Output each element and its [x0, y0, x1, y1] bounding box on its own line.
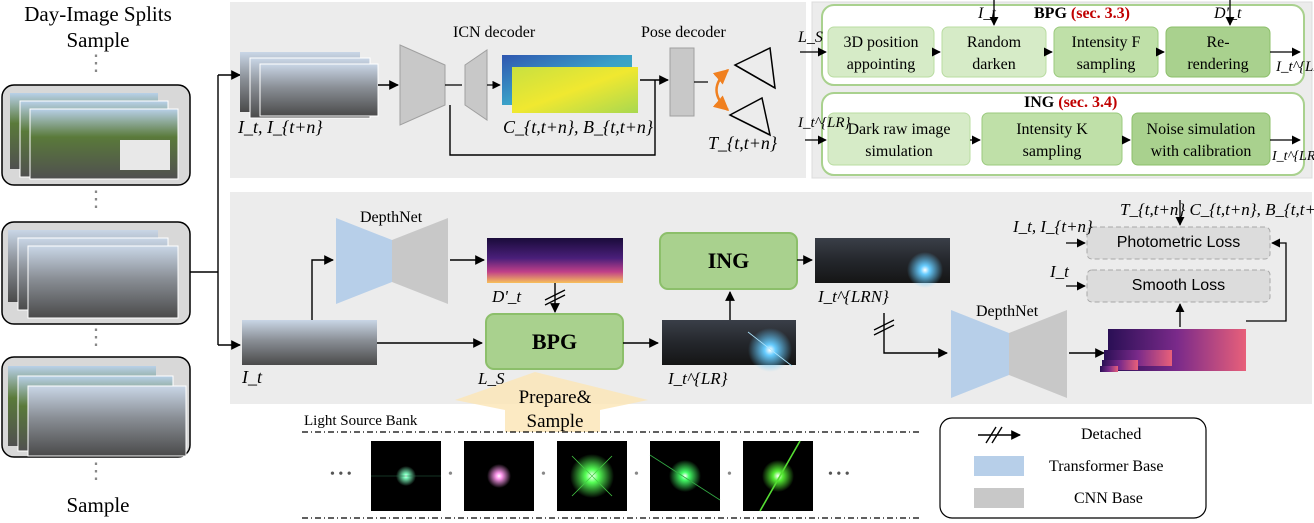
icn-encoder [399, 44, 446, 126]
top-input-label: I_t, I_{t+n} [238, 117, 323, 137]
lrn-image [815, 238, 950, 288]
prepare-sample-wedge [455, 372, 648, 432]
icn-decoder [464, 49, 488, 121]
depthnet-top-decoder [392, 218, 448, 304]
ing-panel-ref: (sec. 3.4) [1058, 94, 1118, 111]
legend-transformer-swatch [974, 456, 1024, 476]
legend-transformer-label: Transformer Base [1049, 458, 1164, 475]
ellipsis-2: ⋮ [85, 186, 107, 211]
loss-inputs-label: T_{t,t+n} C_{t,t+n}, B_{t,t+n} [1120, 200, 1314, 219]
depthnet-top-label: DepthNet [360, 209, 423, 226]
icn-output-maps [502, 55, 638, 113]
icn-decoder-label: ICN decoder [453, 24, 536, 41]
camera-frustums [728, 46, 776, 137]
bank-dot-1: • [448, 467, 453, 482]
bpg-panel-title-text: BPG [1034, 5, 1067, 22]
bpg-block [485, 313, 624, 370]
lrn-label: I_t^{LRN} [818, 287, 889, 306]
bpg-top-input-dt: D'_t [1214, 5, 1242, 22]
ing-panel-title: ING (sec. 3.4) [1024, 95, 1117, 111]
bpg-block-label: BPG [531, 329, 578, 354]
bpg-step-3-line1: Intensity F [1071, 34, 1141, 51]
light-source-bank [371, 440, 813, 512]
photometric-loss-label: Photometric Loss [1116, 234, 1241, 251]
ing-step-3-line1: Noise simulation [1146, 121, 1256, 138]
sample-stack-3 [1, 356, 191, 458]
legend-cnn-label: CNN Base [1074, 490, 1143, 507]
bpg-in-label: L_S [798, 29, 823, 46]
depthnet-right-encoder [951, 310, 1009, 398]
prepare-label: Prepare& [518, 387, 592, 408]
bpg-panel-title: BPG (sec. 3.3) [1034, 6, 1130, 22]
ing-panel-title-text: ING [1024, 94, 1055, 111]
depthnet-right-label: DepthNet [976, 303, 1039, 320]
top-input-images [240, 52, 379, 119]
bank-ellipsis-right: • • • [828, 467, 850, 482]
bpg-step-2-line1: Random [966, 34, 1022, 51]
bpg-top-input-it: I_t [978, 5, 996, 22]
ing-block-label: ING [707, 248, 750, 273]
main-input-image [242, 320, 377, 365]
depthnet-top-encoder [336, 218, 392, 304]
bpg-step-4-line2: rendering [1187, 56, 1249, 73]
pose-output-label: T_{t,t+n} [708, 133, 778, 153]
bank-ellipsis-left: • • • [330, 467, 352, 482]
smooth-input-label: I_t [1050, 262, 1069, 281]
ing-block [659, 232, 798, 290]
splits-title-2: Sample [66, 28, 130, 52]
bpg-step-1-line1: 3D position [843, 34, 919, 51]
depth-label: D'_t [492, 287, 522, 306]
bpg-step-2-line2: darken [972, 56, 1016, 73]
ing-step-2-line2: sampling [1022, 143, 1082, 160]
cb-label: C_{t,t+n}, B_{t,t+n} [503, 117, 654, 137]
bpg-step-4-line1: Re- [1206, 34, 1230, 51]
ing-step-3-line2: with calibration [1150, 143, 1252, 160]
ing-step-2-line1: Intensity K [1016, 121, 1088, 138]
pose-decoder-label: Pose decoder [641, 24, 726, 41]
legend-detached-label: Detached [1081, 426, 1142, 443]
sample-stack-2 [1, 221, 191, 325]
lr-label: I_t^{LR} [668, 369, 728, 388]
ls-label: L_S [478, 369, 505, 388]
sample-label: Sample [526, 411, 584, 432]
sample-stack-1 [1, 84, 191, 186]
bpg-out-label: I_t^{LR} [1276, 59, 1314, 75]
depth-map-top [487, 238, 623, 283]
ellipsis-1: ⋮ [85, 50, 107, 75]
pose-arrow [712, 69, 730, 111]
ellipsis-3: ⋮ [85, 324, 107, 349]
left-branch-connector [190, 70, 241, 350]
ing-step-1 [827, 112, 971, 166]
ing-out-label: I_t^{LRN} [1272, 149, 1314, 164]
legend-cnn-swatch [974, 488, 1024, 508]
splits-title-1: Day-Image Splits [24, 2, 172, 26]
bpg-step-1-line2: appointing [846, 56, 916, 73]
ing-step-3 [1131, 112, 1271, 166]
legend-detached-symbol [978, 426, 1021, 444]
photometric-inputs-label: I_t, I_{t+n} [1013, 217, 1093, 236]
depthnet-right-decoder [1009, 310, 1067, 398]
ing-step-1-line2: simulation [865, 143, 933, 160]
bank-dot-2: • [541, 467, 546, 482]
smooth-loss-label: Smooth Loss [1131, 277, 1226, 294]
lr-image [662, 320, 796, 372]
pose-decoder-block [669, 47, 695, 117]
ellipsis-4: ⋮ [85, 458, 107, 483]
splits-footer: Sample [66, 493, 130, 517]
multi-scale-depth [1100, 329, 1246, 372]
smooth-loss-box [1086, 269, 1271, 303]
main-input-label: I_t [242, 367, 262, 387]
light-source-bank-title: Light Source Bank [304, 413, 418, 429]
bank-dot-4: • [727, 467, 732, 482]
bank-dot-3: • [634, 467, 639, 482]
ing-step-1-line1: Dark raw image [847, 121, 951, 138]
bpg-panel-ref: (sec. 3.3) [1070, 5, 1130, 22]
ing-in-label: I_t^{LR} [798, 115, 851, 131]
photometric-loss-box [1086, 226, 1271, 260]
bpg-step-3-line2: sampling [1076, 56, 1136, 73]
